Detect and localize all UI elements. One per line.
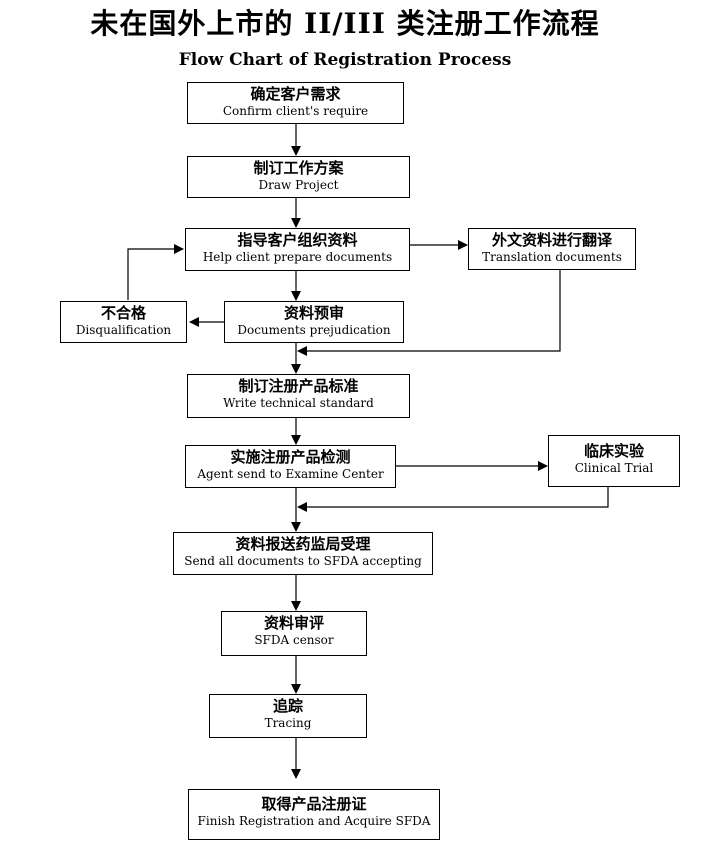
step-translation-documents: 外文资料进行翻译 Translation documents <box>468 228 636 270</box>
step-confirm-require: 确定客户需求 Confirm client's require <box>187 82 404 124</box>
arrow-translation-return <box>297 270 561 356</box>
step-sfda-censor: 资料审评 SFDA censor <box>221 611 367 656</box>
step-cn-label: 取得产品注册证 <box>261 795 367 813</box>
step-cn-label: 确定客户需求 <box>250 85 341 103</box>
step-cn-label: 资料审评 <box>263 614 324 632</box>
step-cn-label: 制订工作方案 <box>253 159 344 177</box>
diagram-title: 未在国外上市的 II/III 类注册工作流程 <box>90 7 600 40</box>
step-cn-label: 制订注册产品标准 <box>238 377 359 395</box>
step-cn-label: 资料报送药监局受理 <box>235 535 371 553</box>
step-cn-label: 追踪 <box>272 697 303 715</box>
step-cn-label: 实施注册产品检测 <box>230 448 351 466</box>
step-cn-label: 指导客户组织资料 <box>237 231 358 249</box>
step-sfda-accepting: 资料报送药监局受理 Send all documents to SFDA acc… <box>173 532 433 575</box>
step-disqualification: 不合格 Disqualification <box>60 301 187 343</box>
arrow-clinical-return <box>297 487 609 512</box>
step-tracing: 追踪 Tracing <box>209 694 367 738</box>
step-en-label: SFDA censor <box>254 633 334 647</box>
step-cn-label: 临床实验 <box>583 442 644 460</box>
step-en-label: Draw Project <box>258 178 339 192</box>
step-en-label: Clinical Trial <box>574 461 654 475</box>
step-en-label: Send all documents to SFDA accepting <box>184 554 422 568</box>
diagram-subtitle: Flow Chart of Registration Process <box>178 50 512 70</box>
step-cn-label: 不合格 <box>100 304 146 322</box>
step-help-prepare-documents: 指导客户组织资料 Help client prepare documents <box>185 228 410 271</box>
step-draw-project: 制订工作方案 Draw Project <box>187 156 410 198</box>
step-en-label: Finish Registration and Acquire SFDA <box>197 814 431 828</box>
step-examine-center: 实施注册产品检测 Agent send to Examine Center <box>185 445 396 488</box>
step-clinical-trial: 临床实验 Clinical Trial <box>548 435 680 487</box>
step-en-label: Write technical standard <box>223 396 374 410</box>
step-cn-label: 外文资料进行翻译 <box>491 231 612 249</box>
step-en-label: Disqualification <box>75 323 172 337</box>
step-en-label: Translation documents <box>482 250 622 264</box>
step-documents-prejudication: 资料预审 Documents prejudication <box>224 301 404 343</box>
step-finish-registration: 取得产品注册证 Finish Registration and Acquire … <box>188 789 440 840</box>
arrow-disqualification-loop <box>127 244 184 300</box>
step-en-label: Help client prepare documents <box>202 250 393 264</box>
step-en-label: Confirm client's require <box>222 104 369 118</box>
step-en-label: Documents prejudication <box>237 323 391 337</box>
step-en-label: Tracing <box>264 716 312 730</box>
step-write-technical-standard: 制订注册产品标准 Write technical standard <box>187 374 410 418</box>
step-en-label: Agent send to Examine Center <box>197 467 384 481</box>
step-cn-label: 资料预审 <box>283 304 344 322</box>
